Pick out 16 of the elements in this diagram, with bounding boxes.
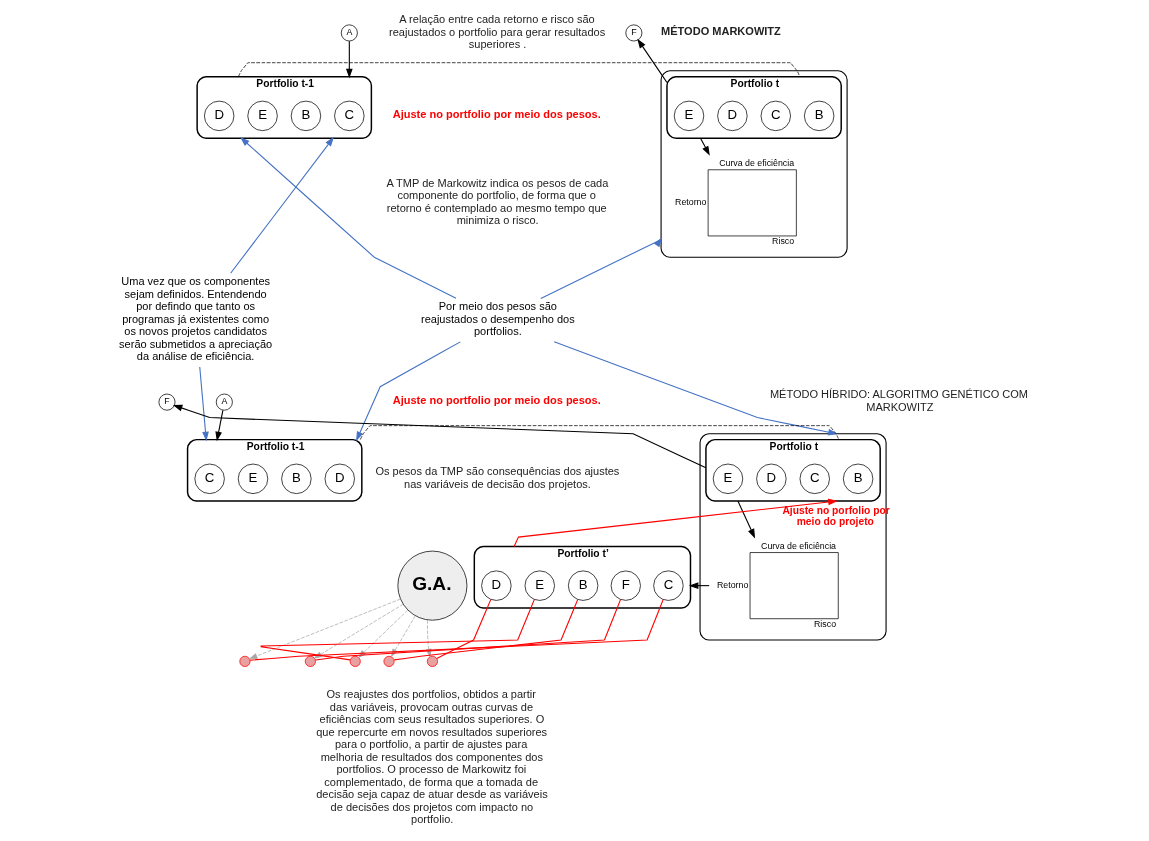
node-label: Risco (814, 619, 837, 630)
node-text: Uma vez que os componentes sejam definidos. Entendendo por defindo que tanto os programas já existentes como os novos projetos candidatos serão submetidos a apreciação da análise de eficiência. (119, 275, 273, 363)
label: MÉTODO MARKOWITZ (661, 24, 781, 37)
node-label: Curva de eficiência (719, 157, 795, 168)
node-label: Retorno (716, 579, 749, 590)
node-label: Curva de eficiência (761, 540, 837, 551)
label: Ajuste no portfolio por meio dos pesos. (392, 107, 601, 120)
label: A TMP de Markowitz indica os pesos de cada componente do portfolio, de forma que o retorno é contemplado ao mesmo tempo que minimiza o risco. (386, 176, 609, 227)
label: A relação entre cada retorno e risco são reajustados o portfolio para gerar resultados superiores . (389, 13, 606, 51)
node-text: Por meio dos pesos são reajustados o desempenho dos portfolios. (420, 300, 575, 338)
node-label: Retorno (675, 197, 707, 208)
label: MÉTODO HÍBRIDO: ALGORITMO GENÉTICO COM MARKOWITZ (769, 388, 1028, 413)
label: Ajuste no portfolio por meio dos pesos. (392, 393, 601, 406)
label: Os reajustes dos portfolios, obtidos a partir das variáveis, provocam outras curvas de eficiências com seus resultados superiores. O que repercurte em novos resultados superiores para o portfolio, a partir de ajustes para melhoria de resultados dos componentes dos portfolios. O processo de Markowitz foi complementado, de forma que a tomada de decisão seja capaz de atuar desde as variáveis de decisões dos projetos com impacto no portfolio. (316, 688, 548, 826)
label: Os pesos da TMP são consequências dos ajustes nas variáveis de decisão dos projetos. (375, 465, 620, 490)
node-label: Risco (772, 236, 795, 247)
